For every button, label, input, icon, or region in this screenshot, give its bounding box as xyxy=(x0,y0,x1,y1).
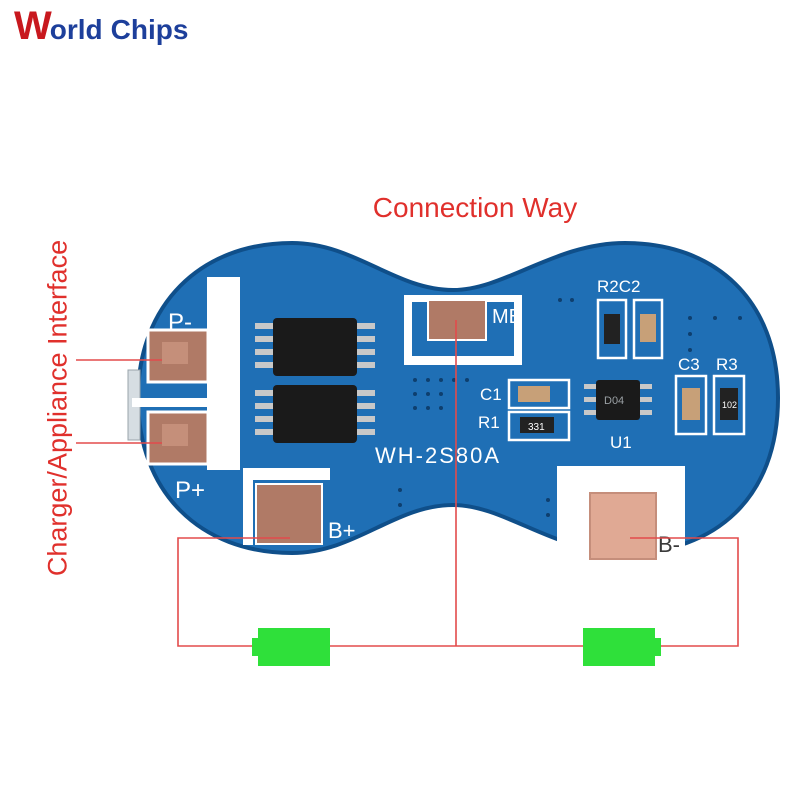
r1-resistor xyxy=(520,417,554,433)
c3-capacitor xyxy=(682,388,700,420)
r1-label: R1 xyxy=(478,413,500,432)
mb-pad xyxy=(427,299,487,341)
wire-b-plus xyxy=(177,537,290,647)
battery-2-icon xyxy=(583,628,661,666)
mosfet-chip-2 xyxy=(255,385,375,443)
p-plus-label: P+ xyxy=(175,477,205,504)
battery-1-icon xyxy=(252,628,330,666)
wire-b-minus xyxy=(630,537,739,647)
c3-frame xyxy=(674,374,708,436)
r2-frame xyxy=(596,298,628,360)
r3-label: R3 xyxy=(716,355,738,374)
r1-code: 331 xyxy=(528,422,545,433)
c1-frame xyxy=(507,378,571,410)
connection-wires xyxy=(76,320,739,647)
c3-label: C3 xyxy=(678,355,700,374)
p-minus-pad xyxy=(146,328,210,384)
b-plus-pad xyxy=(255,483,323,545)
logo-word-world: orld xyxy=(49,14,103,45)
r1-frame xyxy=(507,410,571,442)
r3-frame xyxy=(712,374,746,436)
p-minus-label: P- xyxy=(168,309,192,336)
r2-resistor xyxy=(604,314,620,344)
c2-frame xyxy=(632,298,664,360)
u1-code: D04 xyxy=(604,395,624,407)
diagram-title: Connection Way xyxy=(372,192,578,223)
p-silk-frame xyxy=(207,277,240,470)
pcb-vias xyxy=(398,298,742,517)
logo-letter: W xyxy=(14,4,52,48)
r3-resistor xyxy=(720,388,738,420)
logo-word-chips: Chips xyxy=(110,14,189,45)
b-minus-label: B- xyxy=(658,532,680,557)
b-minus-pad xyxy=(589,492,657,560)
c2-capacitor xyxy=(640,314,656,342)
board-model: WH-2S80A xyxy=(375,443,501,468)
c1-label: C1 xyxy=(480,385,502,404)
c1-capacitor xyxy=(518,386,550,402)
u1-label: U1 xyxy=(610,433,632,452)
mosfet-chip-1 xyxy=(255,318,375,376)
mb-label: MB xyxy=(492,306,522,328)
u1-chip: D04 xyxy=(584,380,652,420)
b-plus-label: B+ xyxy=(328,518,356,543)
r3-code: 102 xyxy=(722,400,737,410)
brand-logo: W orld Chips xyxy=(14,4,188,54)
r2c2-label: R2C2 xyxy=(597,277,640,296)
